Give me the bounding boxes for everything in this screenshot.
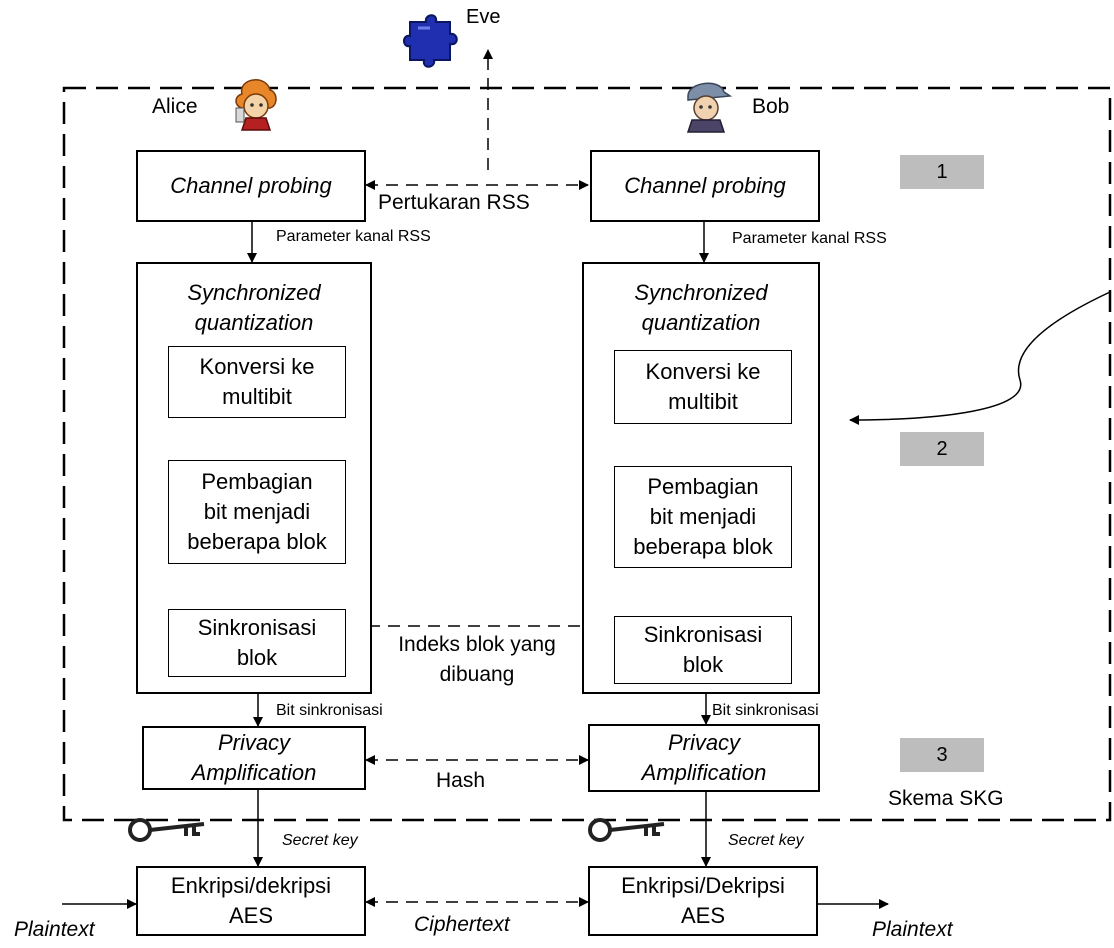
bob-aes-box: Enkripsi/Dekripsi AES [588,866,818,936]
scheme-label: Skema SKG [888,787,1004,810]
alice-secret-key-label: Secret key [282,832,358,849]
bob-sinkronisasi-box: Sinkronisasi blok [614,616,792,684]
bob-konversi-box: Konversi ke multibit [614,350,792,424]
alice-privacy-box: Privacy Amplification [142,726,366,790]
skg-scheme-border [62,86,1112,822]
bob-channel-probing-label: Channel probing [624,173,786,198]
key-icon [128,818,205,842]
alice-bit-sinkron-label: Bit sinkronisasi [276,702,383,719]
bob-channel-probing-box: Channel probing [590,150,820,222]
plaintext-out-label: Plaintext [872,918,953,941]
step-marker-3: 3 [900,738,984,772]
ciphertext-label: Ciphertext [414,913,510,936]
bob-rss-param-label: Parameter kanal RSS [732,230,887,247]
bob-quantization-title: Synchronized quantization [634,280,768,335]
hash-label: Hash [436,769,486,792]
curved-pointer-arrow [849,291,1111,425]
alice-sinkronisasi-box: Sinkronisasi blok [168,609,346,677]
alice-aes-box: Enkripsi/dekripsi AES [136,866,366,936]
bob-pembagian-box: Pembagian bit menjadi beberapa blok [614,466,792,568]
plaintext-in-label: Plaintext [14,918,95,941]
rss-exchange-label: Pertukaran RSS [378,191,530,214]
puzzle-piece-icon [403,14,458,68]
alice-channel-probing-label: Channel probing [170,173,332,198]
step-marker-1: 1 [900,155,984,189]
bob-label: Bob [752,95,790,118]
alice-channel-probing-box: Channel probing [136,150,366,222]
bob-secret-key-label: Secret key [728,832,804,849]
index-exchange-label: Indeks blok yang dibuang [398,633,556,686]
eve-label: Eve [466,6,501,28]
alice-avatar-icon [235,79,277,131]
alice-pembagian-box: Pembagian bit menjadi beberapa blok [168,460,346,564]
key-icon [588,818,665,842]
bob-avatar-icon [686,82,733,133]
alice-label: Alice [152,95,198,118]
alice-quantization-title: Synchronized quantization [187,280,321,335]
bob-bit-sinkron-label: Bit sinkronisasi [712,702,819,719]
alice-rss-param-label: Parameter kanal RSS [276,228,431,245]
bob-privacy-box: Privacy Amplification [588,724,820,792]
alice-konversi-box: Konversi ke multibit [168,346,346,418]
step-marker-2: 2 [900,432,984,466]
